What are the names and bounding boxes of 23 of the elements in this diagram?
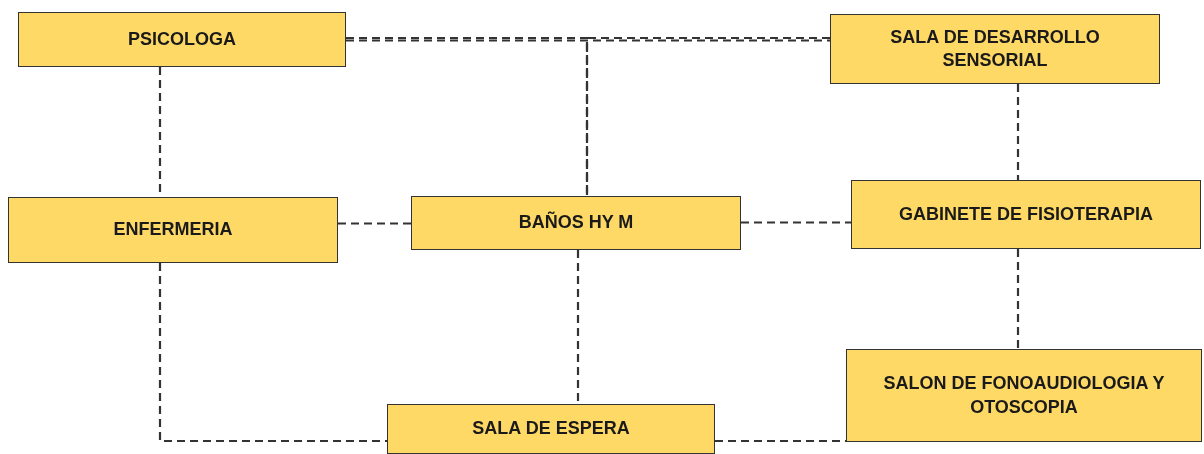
room-box xyxy=(387,404,715,454)
dashed-connector xyxy=(346,39,830,42)
room-label: ENFERMERIA xyxy=(112,218,234,242)
dashed-connector xyxy=(158,263,387,443)
room-box xyxy=(8,197,338,263)
room-box xyxy=(830,14,1160,84)
room-box xyxy=(18,12,346,67)
room-label: PSICOLOGA xyxy=(127,27,237,51)
dashed-connector xyxy=(1016,84,1020,180)
dashed-connector xyxy=(338,222,411,225)
dashed-connector xyxy=(576,250,580,404)
room-box xyxy=(846,349,1202,442)
dashed-connector xyxy=(346,36,589,196)
dashed-connector xyxy=(1016,249,1020,349)
room-box xyxy=(411,196,741,250)
room-label: BAÑOS HY M xyxy=(517,211,635,235)
room-label: SALA DE DESARROLLO SENSORIAL xyxy=(889,25,1101,72)
dashed-connector xyxy=(585,36,830,196)
dashed-connector xyxy=(741,221,851,224)
room-label: SALA DE ESPERA xyxy=(471,417,631,441)
room-box xyxy=(851,180,1201,249)
room-label: GABINETE DE FISIOTERAPIA xyxy=(898,202,1154,226)
room-label: SALON DE FONOAUDIOLOGIA Y OTOSCOPIA xyxy=(882,372,1166,419)
